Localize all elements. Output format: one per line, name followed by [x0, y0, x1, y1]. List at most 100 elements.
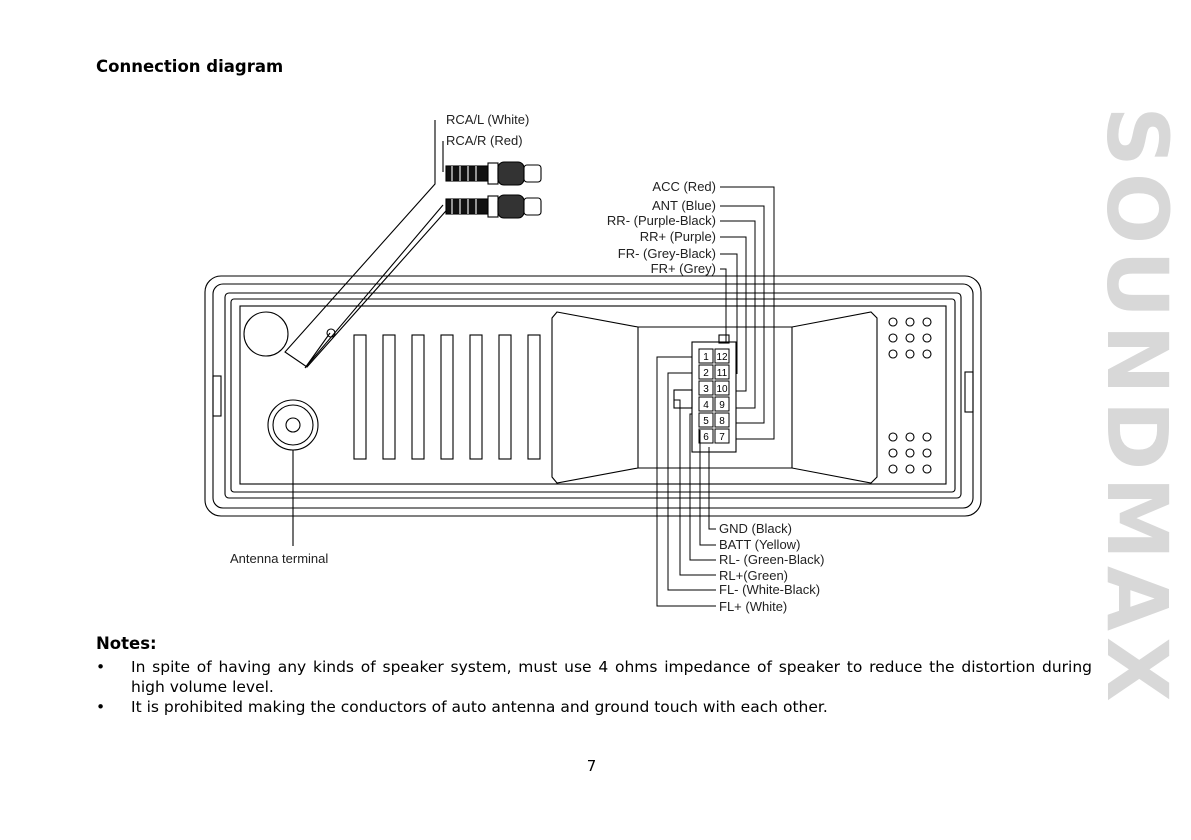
wire-leader-rl-plus	[674, 399, 716, 576]
connector-pin-number: 8	[719, 416, 725, 427]
wire-leader-fl-minus	[667, 372, 716, 591]
connector-pin-cell	[714, 364, 730, 380]
connector-pin-cell	[698, 348, 714, 364]
speaker-hole	[888, 349, 898, 359]
iso-connector	[673, 334, 737, 453]
connector-pin-cell	[714, 412, 730, 428]
brand-logo-text: SOUNDMAX	[1103, 106, 1171, 708]
connector-pin-number: 12	[716, 352, 728, 363]
wire-label-rr-plus: RR+ (Purple)	[640, 229, 716, 244]
rca-plug-r	[445, 194, 542, 219]
wire-label-acc: ACC (Red)	[652, 179, 716, 194]
note-item: It is prohibited making the conductors o…	[96, 697, 1092, 717]
knob-circle	[243, 311, 289, 357]
speaker-hole	[922, 349, 932, 359]
speaker-hole	[922, 333, 932, 343]
speaker-hole	[888, 448, 898, 458]
head-unit	[204, 275, 982, 546]
rca-cables	[284, 120, 454, 369]
wire-leader-gnd	[708, 447, 716, 530]
wire-leader-fr-minus	[720, 253, 738, 374]
rca-r-label: RCA/R (Red)	[446, 133, 523, 148]
antenna-terminal-label: Antenna terminal	[230, 551, 328, 566]
connector-pin-cell	[714, 428, 730, 444]
speaker-hole	[888, 464, 898, 474]
connector-pin-number: 10	[716, 384, 728, 395]
connector-pin-number: 4	[703, 400, 709, 411]
left-side-clip	[212, 375, 222, 417]
connector-key	[718, 334, 730, 344]
connector-pin-number: 3	[703, 384, 709, 395]
wire-label-batt: BATT (Yellow)	[719, 537, 800, 552]
speaker-hole	[905, 333, 915, 343]
vent-slot	[382, 334, 396, 460]
head-unit-outer-frame	[204, 275, 982, 517]
speaker-hole	[922, 432, 932, 442]
vent-slot	[411, 334, 425, 460]
wire-leader-ant	[720, 205, 765, 424]
rca-plug-l-tip	[523, 164, 542, 183]
connector-pin-number: 11	[717, 368, 728, 379]
bottom-wire-leaders	[656, 356, 716, 607]
wire-leader-rr-minus	[720, 220, 756, 409]
wire-leader-acc	[720, 186, 775, 440]
head-unit-inner-frame	[212, 283, 974, 509]
wire-label-fr-minus: FR- (Grey-Black)	[618, 246, 716, 261]
speaker-hole	[922, 448, 932, 458]
wire-leader-rl-minus	[689, 413, 716, 561]
speaker-hole	[905, 349, 915, 359]
wire-leader-batt	[699, 430, 716, 546]
rca-plug-l	[445, 161, 542, 186]
connector-pin-number: 1	[703, 352, 709, 363]
wire-label-ant: ANT (Blue)	[652, 198, 716, 213]
rca-plug-r-body	[497, 194, 525, 219]
speaker-holes-top	[888, 317, 932, 359]
wire-label-rl-minus: RL- (Green-Black)	[719, 552, 824, 567]
antenna-terminal-pin	[285, 417, 301, 433]
connector-pin-cell	[698, 396, 714, 412]
wire-leader-fl-plus	[656, 356, 716, 607]
speaker-holes-bottom	[888, 432, 932, 474]
notes-list: In spite of having any kinds of speaker …	[96, 657, 1092, 717]
rca-plug-l-body	[497, 161, 525, 186]
wire-label-fr-plus: FR+ (Grey)	[651, 261, 716, 276]
connector-pin-cell	[714, 380, 730, 396]
wire-label-gnd: GND (Black)	[719, 521, 792, 536]
vent-slot	[440, 334, 454, 460]
antenna-terminal-outer	[267, 399, 319, 451]
speaker-hole	[905, 448, 915, 458]
rca-plug-l-collar	[487, 162, 499, 185]
rca-cable-l	[284, 120, 454, 368]
speaker-hole	[888, 432, 898, 442]
connector-pin-number: 9	[719, 400, 725, 411]
note-item: In spite of having any kinds of speaker …	[96, 657, 1092, 697]
connector-pin-cell	[698, 380, 714, 396]
head-unit-face	[239, 305, 947, 485]
wire-leader-fr-plus	[720, 268, 727, 343]
speaker-hole	[905, 317, 915, 327]
wire-label-rl-plus: RL+(Green)	[719, 568, 788, 583]
connector-pin-number: 6	[703, 432, 709, 443]
page-number: 7	[586, 757, 597, 775]
rca-plug-r-collar	[487, 195, 499, 218]
head-unit-bezel	[224, 292, 962, 499]
connector-pin-cell	[698, 364, 714, 380]
connector-pin-cell	[714, 396, 730, 412]
connector-pin-cell	[714, 348, 730, 364]
vent-slot	[469, 334, 483, 460]
connector-pin-number: 5	[703, 416, 709, 427]
speaker-hole	[905, 464, 915, 474]
vent-slots	[353, 334, 541, 460]
connector-pin-cell	[698, 412, 714, 428]
wire-label-rr-minus: RR- (Purple-Black)	[607, 213, 716, 228]
speaker-hole	[888, 317, 898, 327]
wire-label-fl-plus: FL+ (White)	[719, 599, 787, 614]
speaker-hole	[905, 432, 915, 442]
speaker-hole	[922, 317, 932, 327]
brand-watermark: SOUNDMAX	[1103, 62, 1171, 752]
speaker-hole	[922, 464, 932, 474]
connector-pin-cell	[698, 428, 714, 444]
connector-latch	[673, 389, 693, 409]
